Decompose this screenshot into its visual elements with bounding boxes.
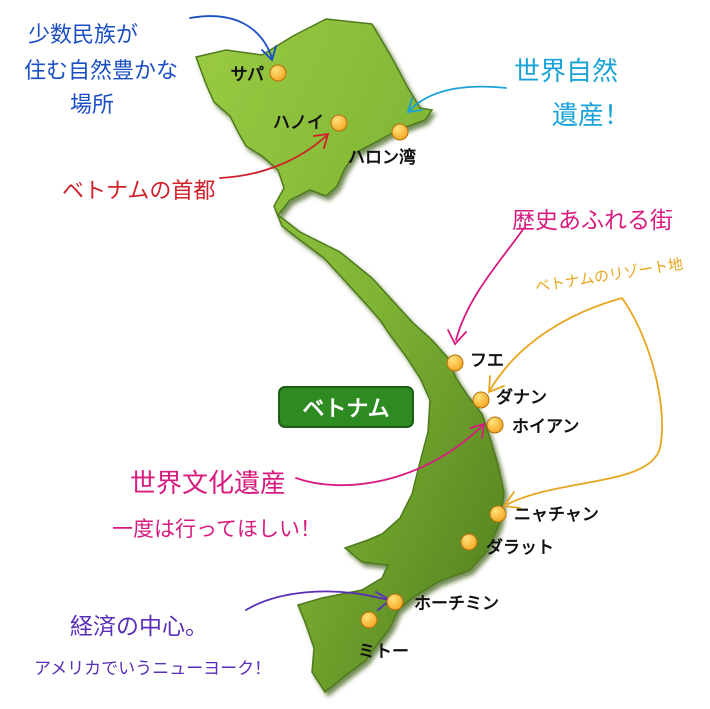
annotation-arrows <box>189 15 663 611</box>
city-label: ニャチャン <box>514 505 599 525</box>
city-mytho[interactable]: ミトー <box>358 611 409 662</box>
city-nhatrang[interactable]: ニャチャン <box>489 505 599 525</box>
hanoi-arrow <box>219 135 327 179</box>
resort-note: ベトナムのリゾート地 <box>534 255 685 296</box>
hcmc-note-line-1: 経済の中心。 <box>70 614 208 640</box>
city-hcmc[interactable]: ホーチミン <box>386 593 499 614</box>
hoian-note-line-2: 一度は行ってほしい！ <box>112 517 321 541</box>
city-label: ホーチミン <box>414 594 499 614</box>
city-dot <box>489 505 507 523</box>
halong-arrow-head <box>406 97 423 114</box>
sapa-arrow-head <box>261 45 277 62</box>
halong-note-line-1: 世界自然 <box>514 57 618 87</box>
city-dot <box>460 533 478 551</box>
resort-arrow-danang-head <box>488 375 505 394</box>
city-label: サパ <box>231 65 264 85</box>
hanoi-arrow-head <box>313 132 330 149</box>
handwritten-notes: 少数民族が 住む自然豊かな 場所 世界自然 遺産！ ベトナムの首都 歴史あふれる… <box>24 23 684 679</box>
city-hanoi[interactable]: ハノイ <box>273 113 348 133</box>
city-dot <box>472 391 490 409</box>
hcmc-note-line-2: アメリカでいうニューヨーク！ <box>34 659 271 679</box>
city-dot <box>269 64 287 82</box>
city-dot <box>486 416 504 434</box>
city-dot <box>446 354 464 372</box>
hoian-note-line-1: 世界文化遺産 <box>130 469 286 499</box>
city-halong[interactable]: ハロン湾 <box>348 123 416 168</box>
hue-arrow <box>455 227 525 341</box>
sapa-note-line-3: 場所 <box>70 93 114 118</box>
halong-arrow <box>409 85 507 111</box>
sapa-note-line-2: 住む自然豊かな <box>24 59 178 84</box>
country-badge: ベトナム <box>278 386 414 428</box>
city-dot <box>391 123 409 141</box>
city-label: ホイアン <box>512 417 579 437</box>
city-markers: サパ ハノイ ハロン湾 フエ ダナン ホイアン ニャチャン ダラット <box>231 64 599 662</box>
city-hue[interactable]: フエ <box>446 351 504 372</box>
city-sapa[interactable]: サパ <box>231 64 287 85</box>
country-label: ベトナム <box>302 397 389 422</box>
city-dot <box>360 611 378 629</box>
hue-note: 歴史あふれる街 <box>512 208 673 234</box>
vietnam-landmass <box>195 18 505 694</box>
city-label: ダラット <box>486 537 554 558</box>
city-dot <box>330 114 348 132</box>
city-danang[interactable]: ダナン <box>472 387 547 409</box>
city-label: フエ <box>470 351 504 371</box>
city-hoian[interactable]: ホイアン <box>486 416 579 437</box>
city-label: ミトー <box>358 642 409 662</box>
halong-note-line-2: 遺産！ <box>552 101 630 131</box>
resort-arrow-nhatrang <box>507 297 663 505</box>
resort-arrow-nhatrang-head <box>502 491 521 509</box>
sapa-note-line-1: 少数民族が <box>28 23 138 48</box>
hcmc-arrow <box>245 590 389 611</box>
city-label: ハノイ <box>273 113 324 133</box>
hoian-arrow <box>295 425 483 487</box>
hoian-arrow-head <box>469 422 486 439</box>
hanoi-note: ベトナムの首都 <box>62 179 215 204</box>
sapa-arrow <box>189 15 273 59</box>
country-badge-bg <box>278 386 414 428</box>
resort-arrow-danang <box>489 297 623 391</box>
city-label: ハロン湾 <box>348 147 416 168</box>
city-dot <box>386 593 404 611</box>
city-dalat[interactable]: ダラット <box>460 533 554 558</box>
city-label: ダナン <box>496 387 547 408</box>
hue-arrow-head <box>447 329 467 346</box>
